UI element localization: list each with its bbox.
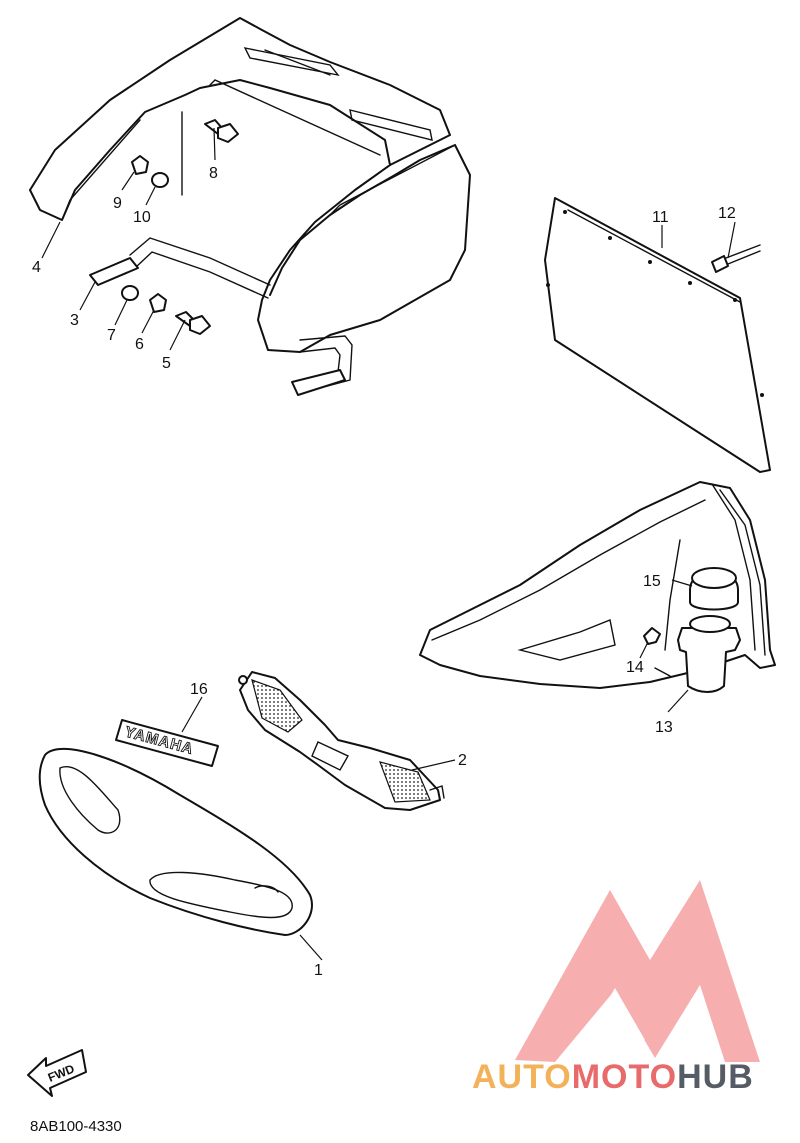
callout-labels: 1 2 3 4 5 6 7 8 9 10 11 12 13 14 15 16 bbox=[32, 165, 736, 979]
callout-12: 12 bbox=[718, 205, 736, 222]
watermark-logo-mark bbox=[515, 880, 760, 1062]
forward-arrow: FWD bbox=[27, 1049, 87, 1097]
air-duct bbox=[238, 671, 445, 811]
bracket-frame bbox=[29, 17, 471, 353]
callout-6: 6 bbox=[135, 336, 144, 353]
callout-9: 9 bbox=[113, 195, 122, 212]
screw bbox=[711, 244, 761, 273]
panel-plate bbox=[544, 197, 771, 473]
callout-7: 7 bbox=[107, 327, 116, 344]
callout-2: 2 bbox=[458, 752, 467, 769]
callout-5: 5 bbox=[162, 355, 171, 372]
lamp-bulb bbox=[689, 567, 739, 611]
watermark-auto: AUTO bbox=[472, 1058, 572, 1096]
callout-10: 10 bbox=[133, 209, 151, 226]
watermark-moto: MOTO bbox=[571, 1058, 678, 1096]
fasteners-upper bbox=[121, 119, 239, 335]
callout-3: 3 bbox=[70, 312, 79, 329]
support-rod bbox=[89, 237, 353, 396]
callout-1: 1 bbox=[314, 962, 323, 979]
callout-8: 8 bbox=[209, 165, 218, 182]
watermark-hub: HUB bbox=[677, 1058, 754, 1096]
callout-11: 11 bbox=[652, 209, 669, 226]
callout-4: 4 bbox=[32, 259, 41, 276]
callout-13: 13 bbox=[655, 719, 673, 736]
watermark-wordmark: AUTOMOTOHUB bbox=[472, 1058, 754, 1097]
diagram-code: 8AB100-4330 bbox=[30, 1118, 122, 1135]
front-cover bbox=[38, 747, 313, 936]
emblem-sticker: YAMAHA bbox=[115, 719, 219, 767]
lamp-socket bbox=[677, 615, 741, 693]
callout-14: 14 bbox=[626, 659, 644, 676]
callout-15: 15 bbox=[643, 573, 661, 590]
leader-lines bbox=[41, 127, 736, 961]
callout-16: 16 bbox=[190, 681, 208, 698]
